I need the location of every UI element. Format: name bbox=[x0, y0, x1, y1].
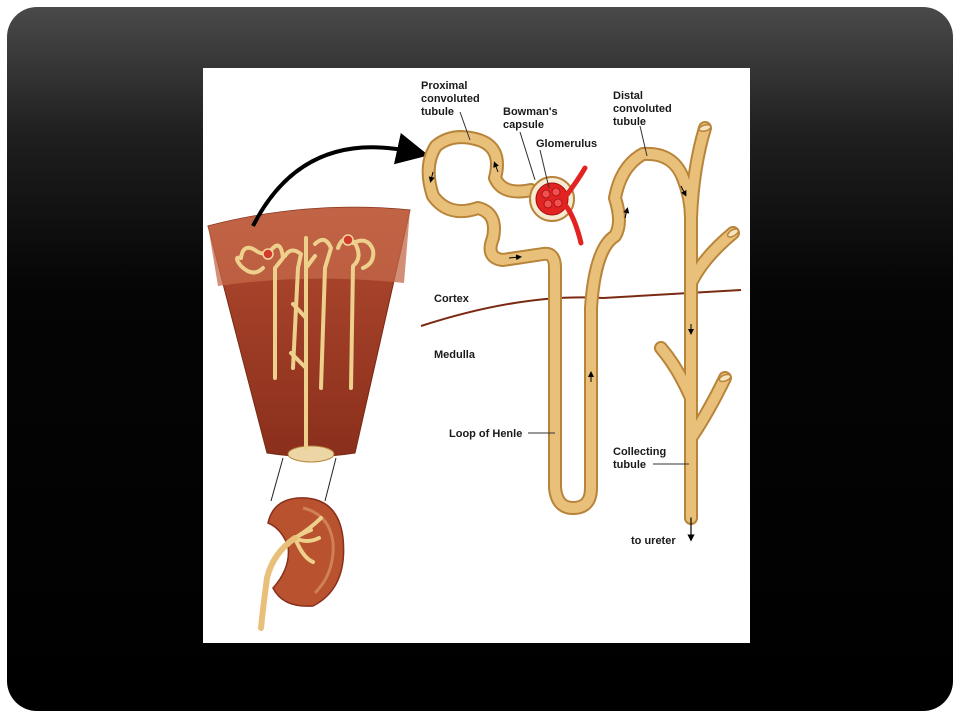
bowmans-capsule bbox=[529, 176, 575, 222]
wedge-glomerulus-right bbox=[342, 234, 354, 246]
tissue-wedge bbox=[207, 206, 411, 463]
label-glomerulus: Glomerulus bbox=[536, 138, 597, 150]
label-proximal-tubule: Proximal convoluted tubule bbox=[421, 80, 483, 118]
label-medulla: Medulla bbox=[434, 349, 476, 361]
kidney-small bbox=[258, 457, 345, 631]
zoom-arrow bbox=[251, 132, 429, 227]
glomerulus-vessels bbox=[563, 165, 588, 246]
label-to-ureter: to ureter bbox=[631, 535, 676, 547]
nephron-tubule bbox=[421, 121, 740, 542]
wedge-nephrons bbox=[235, 236, 376, 450]
wedge-glomerulus-left bbox=[262, 248, 274, 260]
flow-arrows bbox=[428, 161, 694, 382]
label-bowmans-capsule: Bowman's capsule bbox=[503, 106, 561, 131]
leader-lines bbox=[459, 111, 689, 465]
label-distal-tubule: Distal convoluted tubule bbox=[613, 90, 675, 128]
label-loop-of-henle: Loop of Henle bbox=[449, 428, 522, 440]
nephron-diagram: Proximal convoluted tubule Bowman's caps… bbox=[203, 68, 750, 643]
label-cortex: Cortex bbox=[434, 293, 470, 305]
nephron-diagram-svg: Proximal convoluted tubule Bowman's caps… bbox=[207, 80, 742, 631]
label-collecting-tubule: Collecting tubule bbox=[613, 446, 669, 471]
